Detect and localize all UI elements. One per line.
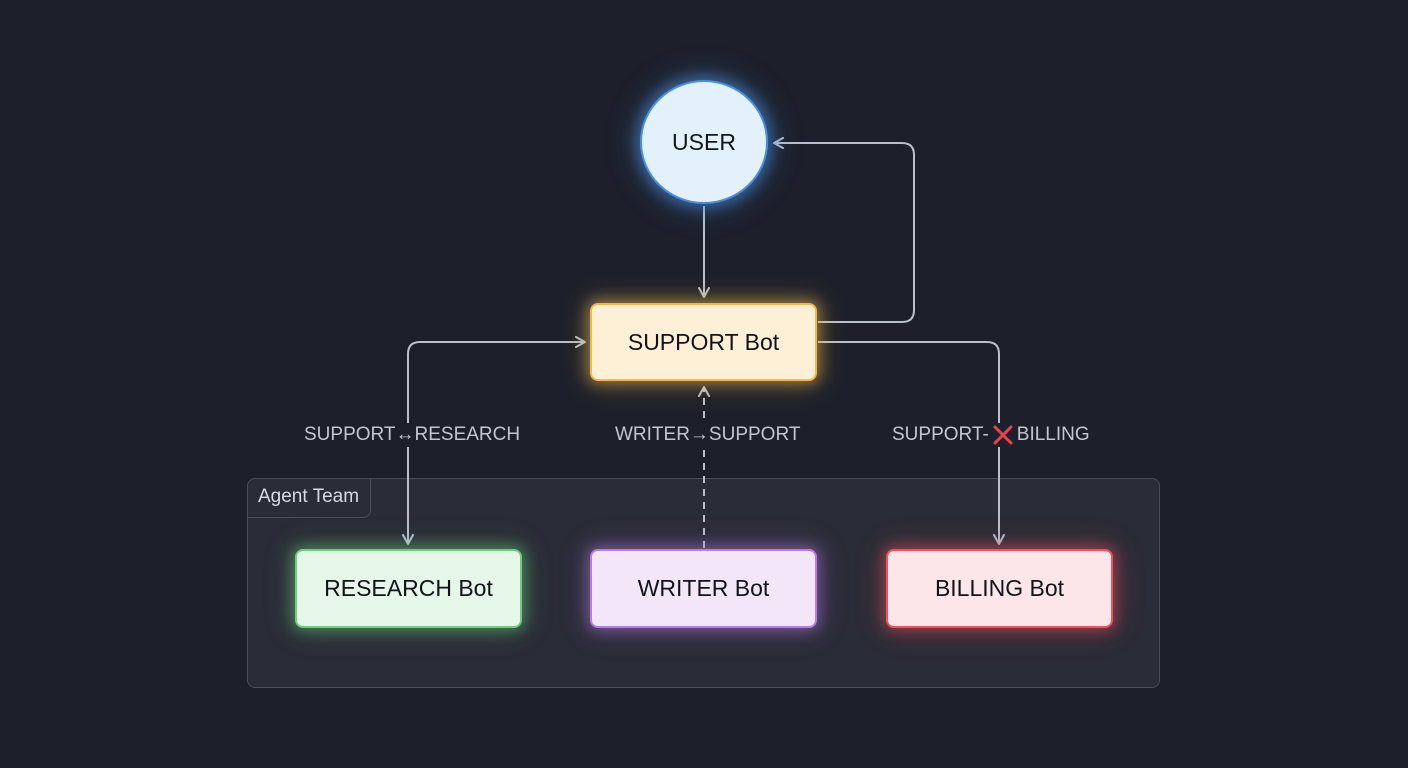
billing-bot-node[interactable]: BILLING Bot [886,549,1113,628]
writer-bot-node[interactable]: WRITER Bot [590,549,817,628]
edge-label-support-billing: SUPPORT- BILLING [890,423,1092,447]
edge-label-support-billing-right: BILLING [1016,424,1090,445]
user-node[interactable]: USER [640,80,768,204]
agent-team-label: Agent Team [247,478,372,518]
edge-support-to-billing [818,341,1005,545]
research-bot-node[interactable]: RESEARCH Bot [295,549,522,628]
edge-label-writer-support: WRITER→SUPPORT [613,423,803,447]
edge-support-to-user [773,137,915,323]
support-bot-node[interactable]: SUPPORT Bot [590,303,817,381]
edge-label-support-research: SUPPORT↔RESEARCH [302,423,523,447]
red-x-icon [993,425,1013,445]
edge-support-research [402,336,586,545]
edge-label-support-billing-left: SUPPORT- [892,424,989,445]
